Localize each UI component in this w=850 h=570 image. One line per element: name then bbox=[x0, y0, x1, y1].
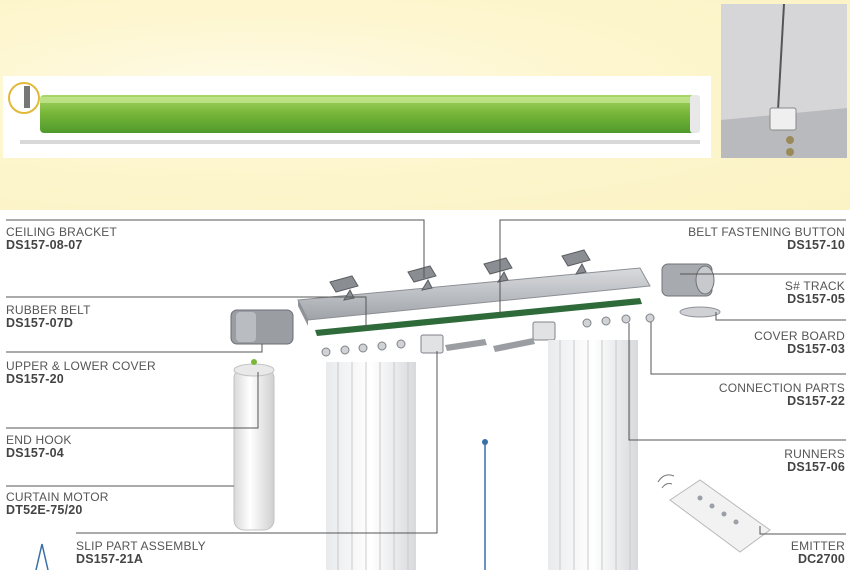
ceiling-bracket-parts bbox=[329, 249, 591, 301]
curtain-right bbox=[548, 340, 638, 570]
label-name: COVER BOARD bbox=[754, 329, 845, 343]
highlight-ring-icon bbox=[8, 82, 40, 114]
label-name: RUBBER BELT bbox=[6, 303, 91, 317]
curtain-left bbox=[326, 362, 416, 570]
label-name: RUNNERS bbox=[784, 447, 845, 461]
label-name: EMITTER bbox=[790, 539, 845, 553]
label-name: SLIP PART ASSEMBLY bbox=[76, 539, 206, 553]
label-name: END HOOK bbox=[6, 433, 72, 447]
label-code: DS157-08-07 bbox=[6, 238, 83, 252]
label-name: CONNECTION PARTS bbox=[718, 381, 845, 395]
label-code: DS157-03 bbox=[787, 342, 845, 356]
cover-board-part bbox=[679, 306, 721, 318]
leader-lines-left bbox=[6, 219, 438, 534]
label-code: DS157-10 bbox=[787, 238, 845, 252]
label-slip-part-assembly: SLIP PART ASSEMBLY DS157-21A bbox=[76, 540, 206, 565]
label-name: UPPER & LOWER COVER bbox=[6, 359, 156, 373]
antenna-icon bbox=[35, 543, 49, 570]
label-emitter: EMITTER DC2700 bbox=[791, 540, 845, 565]
slip-part-assembly-part bbox=[420, 321, 556, 354]
label-code: DT52E-75/20 bbox=[6, 503, 83, 517]
track-end-cap bbox=[661, 263, 721, 318]
label-code: DS157-20 bbox=[6, 372, 64, 386]
label-code: DS157-21A bbox=[76, 552, 144, 566]
center-line bbox=[482, 439, 488, 570]
label-name: CEILING BRACKET bbox=[6, 225, 118, 239]
label-upper-lower-cover: UPPER & LOWER COVER DS157-20 bbox=[6, 360, 156, 385]
label-code: DS157-05 bbox=[787, 292, 845, 306]
label-code: DC2700 bbox=[797, 552, 845, 566]
label-code: DS157-06 bbox=[787, 460, 845, 474]
label-code: DS157-22 bbox=[787, 394, 845, 408]
label-cover-board: COVER BOARD DS157-03 bbox=[754, 330, 845, 355]
label-runners: RUNNERS DS157-06 bbox=[784, 448, 845, 473]
label-name: BELT FASTENING BUTTON bbox=[688, 225, 845, 239]
curtain-motor-part bbox=[233, 359, 275, 531]
s-track-part bbox=[297, 267, 651, 336]
motor-head bbox=[230, 309, 294, 345]
installation-photo bbox=[721, 3, 847, 158]
label-code: DS157-04 bbox=[6, 446, 64, 460]
rubber-belt-part bbox=[315, 298, 642, 336]
label-rubber-belt: RUBBER BELT DS157-07D bbox=[6, 304, 91, 329]
green-belt-closeup bbox=[8, 82, 700, 144]
label-name: CURTAIN MOTOR bbox=[6, 490, 109, 504]
emitter-part bbox=[657, 474, 771, 553]
label-s-track: S# TRACK DS157-05 bbox=[785, 280, 845, 305]
label-belt-fastening-button: BELT FASTENING BUTTON DS157-10 bbox=[688, 226, 845, 251]
label-curtain-motor: CURTAIN MOTOR DT52E-75/20 bbox=[6, 491, 109, 516]
leader-lines-right bbox=[499, 219, 846, 535]
label-name: S# TRACK bbox=[784, 279, 845, 293]
label-code: DS157-07D bbox=[6, 316, 74, 330]
label-connection-parts: CONNECTION PARTS DS157-22 bbox=[719, 382, 845, 407]
label-ceiling-bracket: CEILING BRACKET DS157-08-07 bbox=[6, 226, 117, 251]
runner-parts bbox=[321, 313, 655, 357]
label-end-hook: END HOOK DS157-04 bbox=[6, 434, 72, 459]
